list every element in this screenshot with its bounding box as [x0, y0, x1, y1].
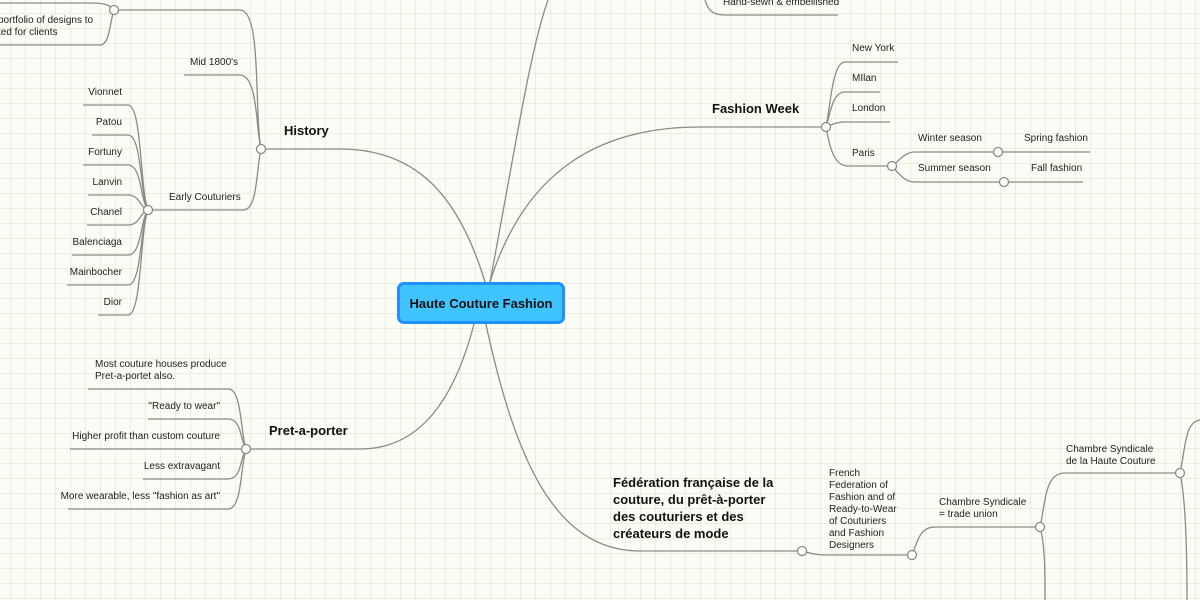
topic-federation[interactable]: Fédération française de la couture, du p… — [613, 475, 774, 541]
chambre-haute-couture[interactable]: Chambre Syndicale de la Haute Couture — [1066, 444, 1156, 467]
couturier-item[interactable]: Lanvin — [92, 177, 122, 188]
topic-fashion-week[interactable]: Fashion Week — [712, 101, 800, 116]
city-item[interactable]: New York — [852, 43, 895, 54]
couturier-item[interactable]: Patou — [95, 117, 122, 128]
city-item[interactable]: MIlan — [852, 73, 877, 84]
history-early-couturiers[interactable]: Early Couturiers — [169, 192, 241, 203]
city-item[interactable]: Paris — [852, 148, 875, 159]
summer-season[interactable]: Summer season — [918, 163, 991, 174]
couturier-item[interactable]: Chanel — [90, 207, 122, 218]
central-topic[interactable]: Haute Couture Fashion — [397, 282, 565, 324]
history-portfolio-line2[interactable]: ted for clients — [0, 27, 58, 38]
history-portfolio-line1[interactable]: portfolio of designs to — [0, 15, 94, 26]
pret-item[interactable]: Higher profit than custom couture — [72, 431, 220, 442]
history-mid-1800s[interactable]: Mid 1800's — [190, 57, 239, 68]
topic-pret-a-porter[interactable]: Pret-a-porter — [269, 423, 348, 438]
couturier-item[interactable]: Vionnet — [88, 87, 122, 98]
spring-fashion[interactable]: Spring fashion — [1024, 133, 1088, 144]
city-item[interactable]: London — [852, 103, 886, 114]
topic-history[interactable]: History — [284, 123, 329, 138]
fall-fashion[interactable]: Fall fashion — [1031, 163, 1083, 174]
federation-translation[interactable]: French Federation of Fashion and of Read… — [829, 468, 897, 551]
couturier-item[interactable]: Balenciaga — [72, 237, 122, 248]
pret-item[interactable]: Less extravagant — [143, 461, 220, 472]
couturier-item[interactable]: Fortuny — [88, 147, 122, 158]
pret-item[interactable]: More wearable, less "fashion as art" — [60, 491, 220, 502]
pret-item[interactable]: "Ready to wear" — [148, 401, 220, 412]
chambre-syndicale[interactable]: Chambre Syndicale = trade union — [939, 497, 1027, 520]
couturier-item[interactable]: Mainbocher — [69, 267, 122, 278]
hand-sewn-item[interactable]: Hand-sewn & embellished — [723, 0, 840, 8]
couturier-item[interactable]: Dior — [103, 297, 122, 308]
winter-season[interactable]: Winter season — [918, 133, 982, 144]
pret-item[interactable]: Most couture houses produce Pret-a-porte… — [95, 359, 227, 382]
